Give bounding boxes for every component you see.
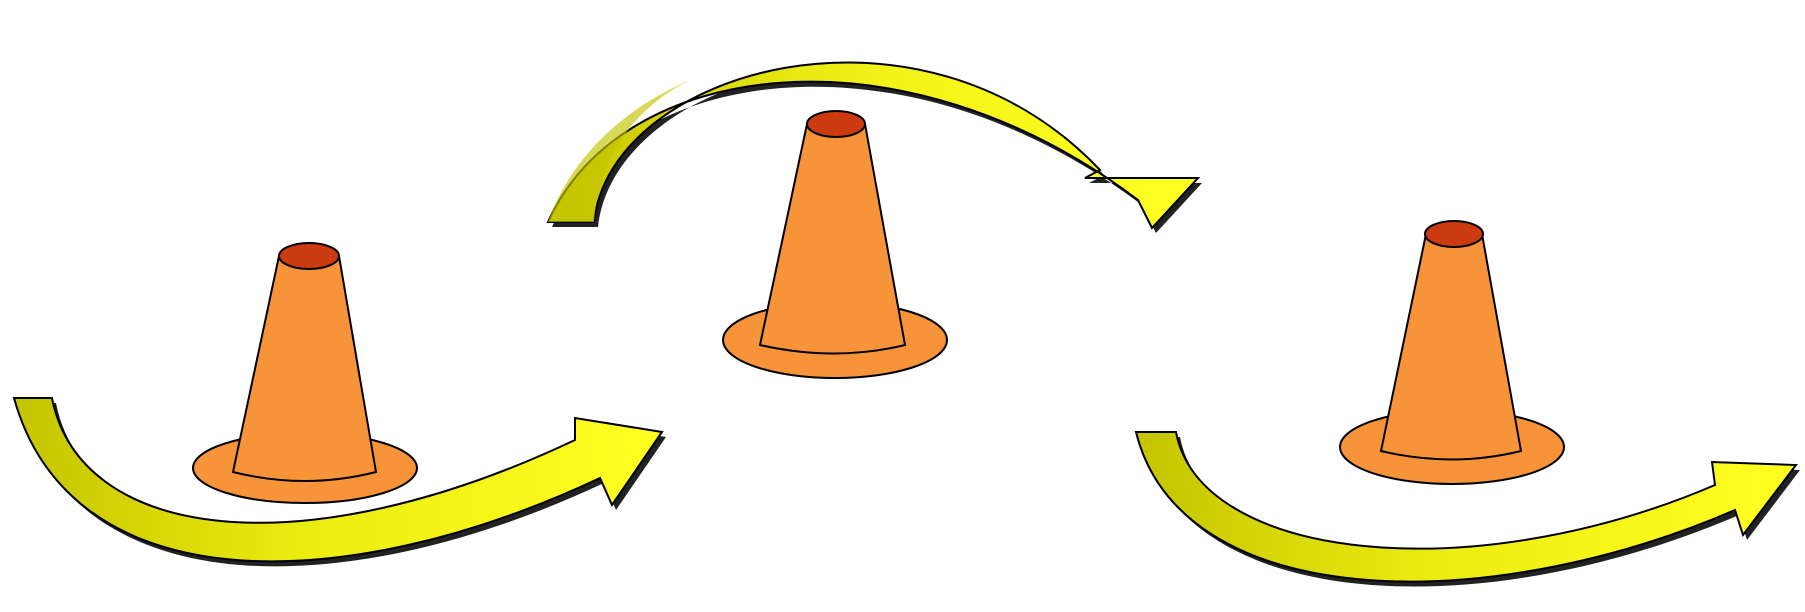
- cone-1-top: [279, 243, 339, 269]
- cone-2-top: [807, 111, 865, 137]
- cone-3-top: [1425, 221, 1483, 247]
- cone-2: [723, 111, 947, 378]
- traffic-cone-icon: [1340, 221, 1564, 484]
- cone-3-body: [1381, 234, 1521, 460]
- traffic-cone-icon: [723, 111, 947, 378]
- cone-2-body: [760, 124, 905, 354]
- cone-1: [193, 243, 417, 503]
- traffic-cone-icon: [193, 243, 417, 503]
- cone-1-body: [233, 256, 376, 481]
- cone-3: [1340, 221, 1564, 484]
